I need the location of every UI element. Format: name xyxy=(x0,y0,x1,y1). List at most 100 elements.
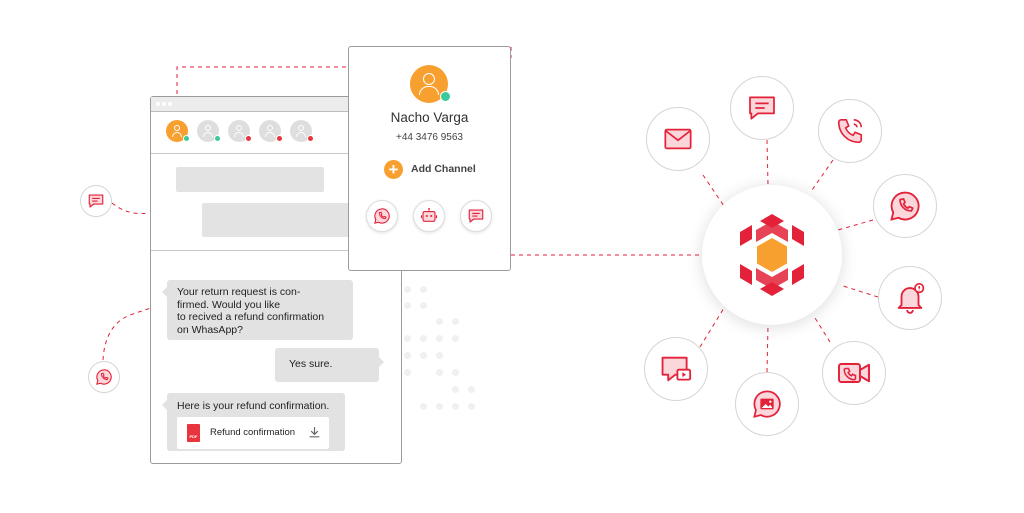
decor-dot xyxy=(452,403,459,410)
placeholder-message xyxy=(202,203,351,237)
notification-bell-icon xyxy=(897,282,925,314)
avatar-body xyxy=(203,132,213,137)
sms-icon xyxy=(749,96,775,120)
decor-dot xyxy=(452,369,459,376)
side-chat-bubble xyxy=(80,185,112,217)
divider xyxy=(151,153,401,154)
outgoing-message: Yes sure. xyxy=(275,348,384,382)
status-badge xyxy=(276,135,283,142)
attachment-label: Refund confirmation xyxy=(210,427,296,438)
side-whatsapp-bubble xyxy=(88,361,120,393)
user-avatar-icon xyxy=(267,125,273,131)
decor-dot xyxy=(404,302,411,309)
message-line: Your return request is con- xyxy=(177,286,301,298)
decor-dot xyxy=(436,318,443,325)
chat-window: Your return request is con- firmed. Woul… xyxy=(150,96,402,464)
status-badge xyxy=(183,135,190,142)
channel-whatsapp-button[interactable] xyxy=(366,200,398,232)
channel-video-message[interactable] xyxy=(644,337,708,401)
avatar-body xyxy=(296,132,306,137)
voice-call-icon xyxy=(837,118,863,144)
image-message-icon xyxy=(753,390,781,418)
decor-dot xyxy=(404,335,411,342)
chatbot-icon xyxy=(420,207,438,222)
user-avatar-icon xyxy=(423,73,435,85)
decor-dot xyxy=(420,302,427,309)
channel-sms[interactable] xyxy=(730,76,794,140)
agent-avatar[interactable] xyxy=(228,120,252,142)
pdf-icon: PDF xyxy=(187,424,200,442)
window-titlebar xyxy=(151,97,401,112)
channel-email[interactable] xyxy=(646,107,710,171)
agent-avatar[interactable] xyxy=(197,120,221,142)
message-text: Yes sure. xyxy=(289,358,333,370)
decor-dot xyxy=(452,318,459,325)
whatsapp-icon xyxy=(96,369,112,385)
user-avatar-icon xyxy=(298,125,304,131)
decor-dot xyxy=(468,403,475,410)
hub-logo-circle xyxy=(702,185,842,325)
channel-video-call[interactable] xyxy=(822,341,886,405)
user-avatar-active-icon xyxy=(174,125,180,131)
decor-dot xyxy=(404,286,411,293)
placeholder-message xyxy=(176,167,324,192)
message-text: Here is your refund confirmation. xyxy=(177,400,330,412)
contact-phone: +44 3476 9563 xyxy=(395,132,463,143)
avatar-body xyxy=(419,86,439,95)
agent-avatar[interactable] xyxy=(290,120,314,142)
channel-whatsapp[interactable] xyxy=(873,174,937,238)
video-message-icon xyxy=(661,356,692,382)
decor-dot xyxy=(468,386,475,393)
window-control[interactable] xyxy=(162,102,166,106)
channel-image-message[interactable] xyxy=(735,372,799,436)
avatar-body xyxy=(234,132,244,137)
avatar-body xyxy=(265,132,275,137)
user-avatar-icon xyxy=(205,125,211,131)
channel-voice-call[interactable] xyxy=(818,99,882,163)
decor-dot xyxy=(404,352,411,359)
status-badge xyxy=(440,91,451,102)
brand-hexagon-logo xyxy=(740,214,804,296)
channel-chatbot-button[interactable] xyxy=(413,200,445,232)
contact-card: Nacho Varga +44 3476 9563 + Add Channel xyxy=(348,46,511,271)
decor-dot xyxy=(436,369,443,376)
video-call-icon xyxy=(838,363,870,383)
chat-message-icon xyxy=(88,194,104,208)
agent-avatar[interactable] xyxy=(259,120,283,142)
user-avatar-icon xyxy=(236,125,242,131)
download-icon[interactable] xyxy=(308,426,321,439)
decor-dot xyxy=(436,335,443,342)
sms-icon xyxy=(468,209,484,223)
divider xyxy=(151,250,401,251)
avatar-body xyxy=(172,132,182,137)
status-badge xyxy=(307,135,314,142)
message-line: to recived a refund confirmation xyxy=(177,311,325,323)
decor-dot xyxy=(436,352,443,359)
channel-sms-button[interactable] xyxy=(460,200,492,232)
window-control[interactable] xyxy=(156,102,160,106)
add-channel-label: Add Channel xyxy=(411,163,476,175)
incoming-message-with-attachment: Here is your refund confirmation. PDF Re… xyxy=(162,393,345,451)
decor-dot xyxy=(420,335,427,342)
window-control[interactable] xyxy=(168,102,172,106)
plus-icon: + xyxy=(384,160,403,179)
email-icon xyxy=(664,128,692,150)
decor-dot xyxy=(420,286,427,293)
decor-dot xyxy=(452,335,459,342)
incoming-message: Your return request is con- firmed. Woul… xyxy=(162,280,353,340)
whatsapp-icon xyxy=(890,191,920,221)
whatsapp-icon xyxy=(374,208,390,224)
refund-confirmation-attachment[interactable]: PDF Refund confirmation xyxy=(177,417,329,449)
status-badge xyxy=(245,135,252,142)
channel-notification[interactable] xyxy=(878,266,942,330)
decor-dot xyxy=(420,352,427,359)
contact-avatar xyxy=(410,65,451,103)
agent-avatar-active[interactable] xyxy=(166,120,190,142)
message-line: on WhasApp? xyxy=(177,323,243,336)
decor-dot xyxy=(420,403,427,410)
decor-dot xyxy=(404,369,411,376)
message-line: firmed. Would you like xyxy=(177,298,281,311)
decor-dot xyxy=(436,403,443,410)
status-badge xyxy=(214,135,221,142)
